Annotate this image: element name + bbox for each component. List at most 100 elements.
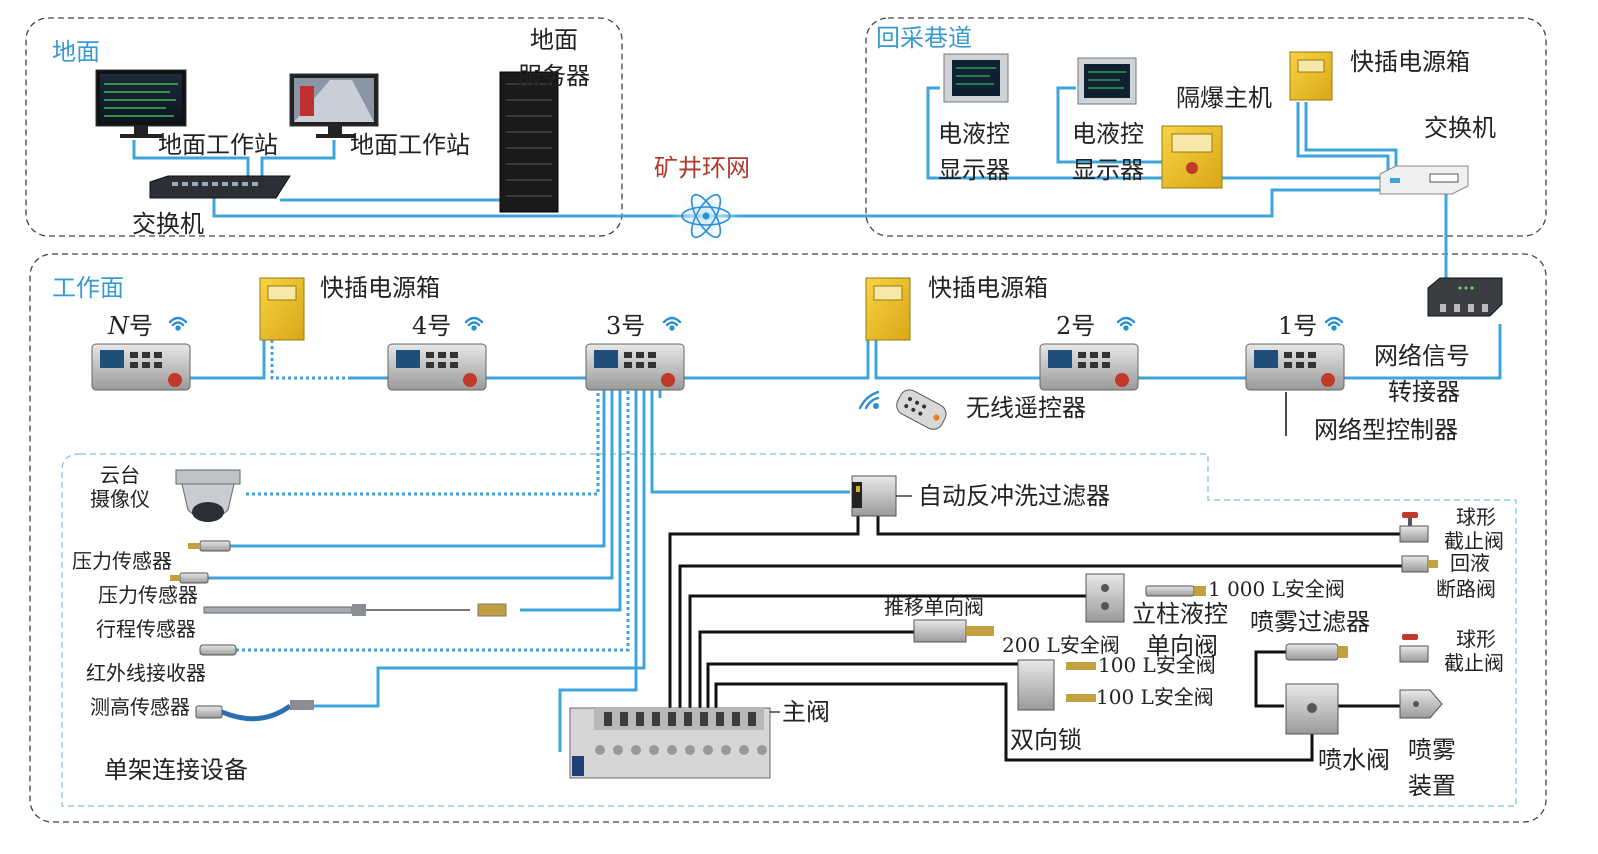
spray-filter bbox=[1285, 643, 1348, 661]
roadway-host-label: 隔爆主机 bbox=[1176, 84, 1272, 112]
spray-filter-label: 喷雾过滤器 bbox=[1250, 608, 1370, 636]
main-valve-label: 主阀 bbox=[782, 698, 830, 726]
infrared-cable bbox=[236, 390, 630, 652]
filter-cable bbox=[650, 390, 850, 494]
roadway-power-cable-2 bbox=[1304, 102, 1398, 172]
controller-2-label: 2号 bbox=[1056, 312, 1095, 340]
column-check-valve-label-2: 单向阀 bbox=[1146, 632, 1218, 660]
roadway-display-1-label-1: 电液控 bbox=[938, 120, 1010, 148]
workface-power-box-2 bbox=[865, 277, 911, 341]
backflush-filter bbox=[851, 475, 897, 517]
roadway-power-box-label: 快插电源箱 bbox=[1350, 48, 1470, 76]
ball-valve-1-label-2: 截止阀 bbox=[1444, 529, 1504, 553]
ball-valve-2 bbox=[1399, 634, 1429, 663]
network-adapter bbox=[1427, 277, 1503, 317]
safety-valve-100-a-label: 100 L安全阀 bbox=[1098, 653, 1216, 677]
surface-workstation-2 bbox=[289, 73, 379, 138]
roadway-power-cable bbox=[1296, 102, 1390, 172]
push-check-valve-label: 推移单向阀 bbox=[884, 595, 984, 619]
roadway-switch bbox=[1379, 165, 1469, 195]
network-adapter-label-2: 转接器 bbox=[1388, 378, 1460, 406]
return-valve bbox=[1401, 555, 1438, 573]
controller-2 bbox=[1039, 343, 1139, 391]
display2-cable bbox=[1056, 86, 1162, 164]
column-check-valve-label-1: 立柱液控 bbox=[1132, 600, 1228, 628]
two-way-lock bbox=[1017, 659, 1096, 711]
camera bbox=[175, 469, 241, 522]
roadway-region-title: 回采巷道 bbox=[876, 24, 972, 52]
spray-device-label-1: 喷雾 bbox=[1408, 736, 1456, 764]
workface-power-box-1 bbox=[259, 277, 305, 341]
spray-water-valve-label: 喷水阀 bbox=[1318, 746, 1390, 774]
roadway-host bbox=[1161, 125, 1223, 189]
pressure-sensor-2 bbox=[170, 572, 209, 584]
spray-device-label-2: 装置 bbox=[1408, 772, 1456, 800]
roadway-display-2-label-1: 电液控 bbox=[1072, 120, 1144, 148]
ball-valve-2-label-2: 截止阀 bbox=[1444, 651, 1504, 675]
workface-power-box-1-label: 快插电源箱 bbox=[320, 274, 440, 302]
mine-ring-cable bbox=[212, 188, 1385, 218]
infrared-receiver bbox=[199, 644, 237, 656]
pressure2-cable bbox=[208, 390, 614, 580]
single-support-region-border bbox=[61, 453, 1517, 807]
controller-3 bbox=[585, 343, 685, 391]
wireless-remote-label: 无线遥控器 bbox=[966, 394, 1086, 422]
roadway-switch-label: 交换机 bbox=[1424, 114, 1496, 142]
surface-workstation-1 bbox=[95, 69, 187, 138]
surface-workstation-1-label: 地面工作站 bbox=[158, 131, 278, 159]
camera-cable bbox=[246, 390, 600, 496]
stroke-cable bbox=[520, 390, 622, 612]
safety-valve-200-label: 200 L安全阀 bbox=[1002, 633, 1120, 657]
infrared-receiver-label: 红外线接收器 bbox=[86, 661, 206, 685]
stroke-sensor bbox=[203, 603, 507, 617]
two-way-lock-label: 双向锁 bbox=[1010, 726, 1082, 754]
return-valve-label-1: 回液 bbox=[1450, 551, 1490, 575]
surface-region-border bbox=[25, 17, 623, 237]
spray-water-valve bbox=[1285, 683, 1339, 735]
backflush-filter-label: 自动反冲洗过滤器 bbox=[918, 482, 1110, 510]
safety-valve-1000-label: 1 000 L安全阀 bbox=[1208, 577, 1345, 601]
pressure-sensor-1 bbox=[188, 540, 231, 552]
controller-4 bbox=[387, 343, 487, 391]
main-valve bbox=[569, 707, 771, 779]
surface-workstation-2-label: 地面工作站 bbox=[350, 131, 470, 159]
safety-valve-100-b-label: 100 L安全阀 bbox=[1096, 685, 1214, 709]
safety-valve-1000 bbox=[1145, 585, 1206, 597]
ws2-cable bbox=[260, 140, 336, 176]
wifi-icon bbox=[168, 316, 1344, 331]
roadway-display-2-label-2: 显示器 bbox=[1072, 156, 1144, 184]
camera-label-2: 摄像仪 bbox=[90, 487, 150, 511]
wireless-remote bbox=[858, 389, 947, 430]
height-cable bbox=[314, 390, 646, 708]
ball-valve-2-label-1: 球形 bbox=[1456, 627, 1496, 651]
surface-server-label-1: 地面 bbox=[530, 26, 578, 54]
workface-region-border bbox=[29, 253, 1547, 823]
surface-region-title: 地面 bbox=[52, 38, 100, 66]
spray-device bbox=[1399, 689, 1443, 719]
surface-server-label-2: 服务器 bbox=[518, 62, 590, 90]
workface-power-box-2-label: 快插电源箱 bbox=[928, 274, 1048, 302]
workface-region-title: 工作面 bbox=[52, 274, 124, 302]
surface-switch-label: 交换机 bbox=[132, 210, 204, 238]
mine-ring-label: 矿井环网 bbox=[654, 154, 750, 182]
roadway-display-2 bbox=[1077, 57, 1137, 105]
network-cables bbox=[132, 86, 1502, 752]
surface-server bbox=[499, 71, 559, 213]
display1-cable bbox=[926, 86, 1162, 180]
controller-type-label: 网络型控制器 bbox=[1314, 416, 1458, 444]
controller-4-label: 4号 bbox=[412, 312, 451, 340]
controller-n bbox=[91, 343, 191, 391]
roadway-display-1 bbox=[943, 53, 1009, 103]
hydraulic-lines bbox=[668, 512, 1406, 762]
height-sensor-label: 测高传感器 bbox=[90, 695, 190, 719]
main-valve-cable bbox=[558, 390, 662, 752]
pressure-sensor-2-label: 压力传感器 bbox=[98, 583, 198, 607]
camera-label-1: 云台 bbox=[100, 463, 140, 487]
pressure-sensor-1-label: 压力传感器 bbox=[72, 549, 172, 573]
controller-1-label: 1号 bbox=[1278, 312, 1317, 340]
roadway-display-1-label-2: 显示器 bbox=[938, 156, 1010, 184]
mine-ring-node bbox=[672, 182, 740, 250]
single-support-title: 单架连接设备 bbox=[104, 756, 248, 784]
height-sensor bbox=[195, 700, 314, 722]
